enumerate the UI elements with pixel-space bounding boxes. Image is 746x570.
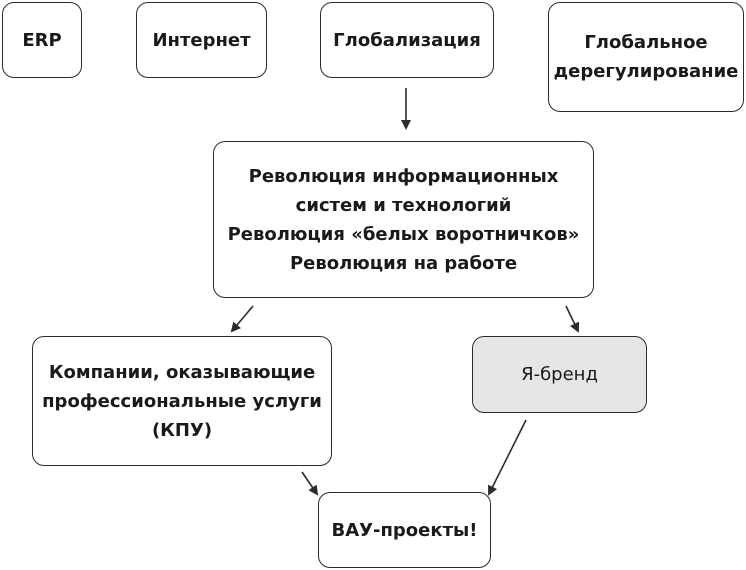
node-internet: Интернет (136, 2, 267, 78)
node-globalization-label: Глобализация (333, 26, 481, 55)
edge-ibrand-to-vau (488, 419, 527, 496)
node-globalization: Глобализация (320, 2, 494, 78)
node-erp-line: ERP (22, 29, 62, 51)
node-ibrand-line: Я-бренд (521, 364, 598, 385)
node-globalization-line: Глобализация (333, 29, 481, 51)
node-kpu-line-3: (КПУ) (151, 419, 213, 441)
node-deregulation: Глобальное дерегулирование (548, 2, 744, 112)
node-ibrand: Я-бренд (472, 336, 647, 413)
node-revolution-line-1: Революция информационных (248, 165, 559, 187)
node-internet-label: Интернет (152, 26, 250, 55)
node-revolution: Революция информационных систем и технол… (213, 141, 594, 298)
node-deregulation-line-2: дерегулирование (553, 61, 739, 82)
node-revolution-line-2: систем и технологий (295, 194, 512, 216)
node-vau-line: ВАУ-проекты! (331, 519, 478, 541)
node-kpu-line-1: Компании, оказывающие (48, 361, 316, 383)
node-vau-label: ВАУ-проекты! (331, 516, 477, 545)
node-deregulation-label: Глобальное дерегулирование (554, 28, 739, 86)
node-erp: ERP (2, 2, 82, 78)
node-vau: ВАУ-проекты! (318, 492, 491, 568)
edge-kpu-to-vau (301, 471, 319, 496)
node-kpu-label: Компании, оказывающие профессиональные у… (42, 358, 322, 445)
edge-revolution-to-kpu (230, 305, 254, 333)
node-revolution-label: Революция информационных систем и технол… (228, 162, 580, 278)
node-revolution-line-4: Революция на работе (289, 252, 518, 274)
node-kpu-line-2: профессиональные услуги (42, 390, 322, 412)
node-internet-line: Интернет (152, 29, 251, 51)
node-ibrand-label: Я-бренд (521, 360, 598, 389)
edge-revolution-to-ibrand (565, 305, 580, 333)
node-erp-label: ERP (22, 26, 61, 55)
node-revolution-line-3: Революция «белых воротничков» (227, 223, 580, 245)
node-kpu: Компании, оказывающие профессиональные у… (32, 336, 332, 466)
node-deregulation-line-1: Глобальное (584, 32, 708, 53)
